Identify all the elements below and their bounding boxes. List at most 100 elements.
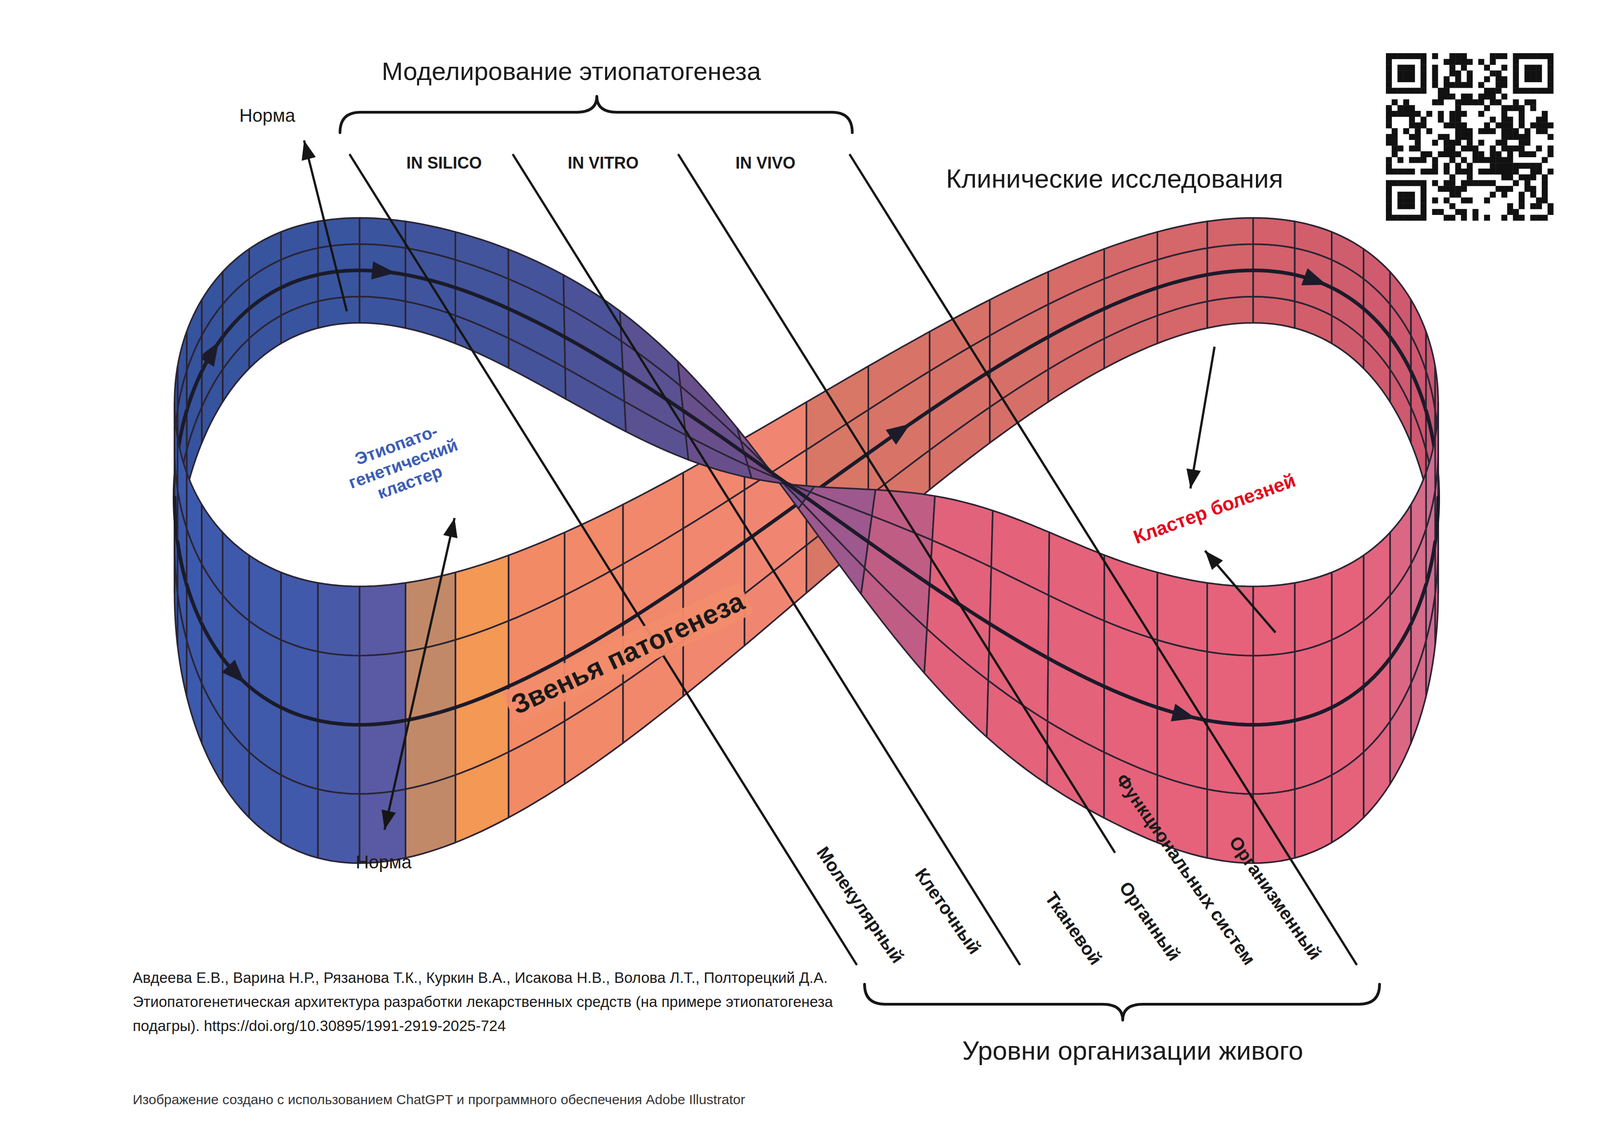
band-arrowhead [885, 424, 910, 445]
qr-module [1437, 209, 1444, 215]
qr-module [1432, 168, 1439, 175]
qr-module [1409, 70, 1415, 77]
qr-module [1443, 215, 1450, 221]
guide-line [350, 155, 857, 965]
qr-module [1466, 134, 1473, 140]
cluster-label: Этиопато- генетический кластер [319, 408, 487, 521]
band-cell [405, 775, 456, 859]
qr-module [1409, 134, 1415, 140]
qr-module [1484, 128, 1490, 135]
qr-module [1501, 64, 1508, 71]
band-centerline [1253, 720, 1295, 725]
qr-module [1507, 174, 1514, 181]
band-centerline [929, 371, 990, 411]
qr-module [1518, 134, 1525, 140]
qr-module [1455, 191, 1461, 198]
arrow-line [1190, 346, 1215, 489]
qr-module [1449, 191, 1456, 198]
qr-module [1524, 99, 1531, 106]
qr-module [1466, 180, 1473, 186]
qr-module [1518, 145, 1525, 152]
band-centerline [280, 275, 318, 288]
qr-module [1524, 185, 1531, 192]
qr-module [1420, 215, 1427, 221]
qr-module [1512, 209, 1519, 215]
qr-module [1490, 53, 1496, 60]
band-centerline [405, 275, 456, 288]
band-centerline [989, 336, 1048, 372]
band-cell [318, 244, 360, 275]
band-cell [1363, 249, 1390, 305]
band-cell [810, 486, 876, 517]
qr-module [1397, 197, 1404, 204]
band-cell [868, 331, 930, 410]
qr-module [1437, 93, 1444, 100]
band-cell [222, 721, 250, 818]
band-cell [1294, 640, 1332, 721]
qr-module [1426, 168, 1433, 175]
qr-module [1443, 76, 1450, 83]
qr-module [1449, 59, 1456, 65]
qr-module [1415, 128, 1421, 135]
credit-note: Изображение создано с использованием Cha… [132, 1092, 745, 1109]
qr-module [1512, 76, 1519, 83]
qr-module [1472, 145, 1479, 152]
qr-module [1420, 59, 1427, 65]
guide-line [850, 155, 1357, 965]
qr-module [1484, 157, 1490, 164]
qr-module [1460, 197, 1467, 204]
qr-module [1443, 134, 1450, 140]
qr-module [1495, 151, 1502, 158]
band-arrowhead [1301, 268, 1327, 286]
qr-module [1495, 162, 1502, 169]
qr-module [1530, 87, 1537, 94]
qr-module [1547, 70, 1554, 77]
qr-module [1541, 185, 1548, 192]
qr-module [1460, 185, 1467, 192]
band-cell [1331, 555, 1364, 640]
qr-module [1490, 168, 1496, 175]
arrowhead [443, 518, 458, 539]
qr-module [1478, 157, 1485, 164]
qr-module [1391, 110, 1398, 117]
band-cell [455, 315, 509, 369]
qr-module [1535, 64, 1542, 71]
qr-module [1385, 122, 1392, 129]
qr-module [1535, 128, 1542, 135]
qr-module [1432, 157, 1439, 164]
arrowhead [1186, 468, 1201, 489]
band-cell [318, 583, 360, 656]
qr-module [1478, 110, 1485, 117]
qr-module [1455, 128, 1461, 135]
qr-module [1535, 168, 1542, 175]
band-cell [280, 301, 318, 344]
band-centerline [201, 624, 223, 659]
qr-module [1460, 93, 1467, 100]
qr-module [1541, 157, 1548, 164]
qr-module [1490, 191, 1496, 198]
arrow-line [304, 140, 347, 312]
qr-module [1501, 128, 1508, 135]
qr-module [1541, 197, 1548, 204]
band-cell [249, 752, 281, 843]
band-cell [318, 720, 360, 795]
qr-module [1449, 180, 1456, 186]
qr-module [1409, 180, 1415, 186]
qr-module [1455, 76, 1461, 83]
qr-module [1420, 209, 1427, 215]
qr-module [1385, 162, 1392, 169]
qr-module [1385, 203, 1392, 210]
qr-module [1490, 99, 1496, 106]
qr-module [1547, 122, 1554, 129]
qr-module [1478, 140, 1485, 146]
qr-module [1478, 93, 1485, 100]
qr-module [1507, 116, 1514, 123]
band-centerline [989, 624, 1048, 659]
qr-module [1501, 116, 1508, 123]
band-centerline [1410, 371, 1426, 411]
qr-module [1385, 180, 1392, 186]
qr-module [1437, 99, 1444, 106]
qr-module [1409, 157, 1415, 164]
band-cell [359, 296, 406, 329]
level-label: Молекулярный [812, 842, 909, 968]
